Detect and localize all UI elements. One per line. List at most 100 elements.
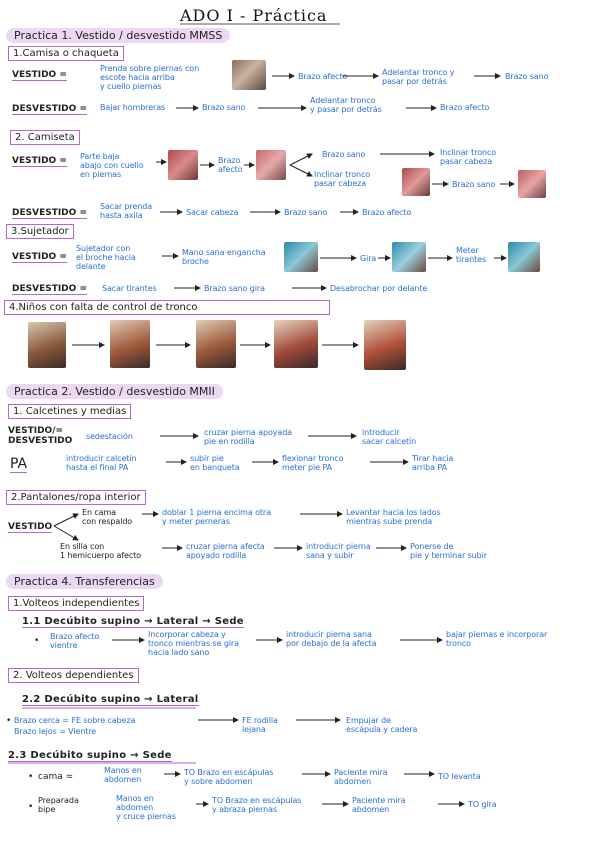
- note-text: Bajar hombreras: [100, 103, 166, 112]
- subsection-box-camisa: 1.Camisa o chaqueta: [8, 46, 124, 61]
- photo-thumbnail: [110, 320, 150, 368]
- section-header-p1: Practica 1. Vestido / desvestido MMSS: [6, 28, 231, 43]
- bullet: •: [34, 636, 40, 646]
- pa-label: PA: [10, 456, 28, 473]
- note-text: TO levanta: [438, 772, 481, 781]
- photo-thumbnail: [284, 242, 318, 272]
- photo-thumbnail: [256, 150, 286, 180]
- photo-thumbnail: [402, 168, 430, 196]
- bullet: •: [28, 802, 34, 812]
- note-text: Brazo sano: [322, 150, 366, 159]
- photo-thumbnail: [508, 242, 540, 272]
- section-header-p4: Practica 4. Transferencias: [6, 574, 163, 589]
- note-text: Brazo sano: [202, 103, 246, 112]
- note-text: Brazo afecto: [440, 103, 490, 112]
- subsection-box-volteos-dependientes: 2. Volteos dependientes: [8, 668, 139, 683]
- bullet: •: [6, 716, 12, 726]
- subsection-box-calcetines: 1. Calcetines y medias: [8, 404, 132, 419]
- subsection-box-camiseta: 2. Camiseta: [10, 130, 80, 145]
- vestido-label: VESTIDO =: [12, 156, 67, 167]
- photo-thumbnail: [196, 320, 236, 368]
- desvestido-label: DESVESTIDO =: [12, 284, 87, 295]
- subsection-box-sujetador: 3.Sujetador: [6, 224, 74, 239]
- note-text: Brazo afecto: [362, 208, 412, 217]
- desvestido-label: DESVESTIDO =: [12, 208, 87, 219]
- photo-thumbnail: [392, 242, 426, 272]
- vestido-label: VESTIDO =: [12, 70, 67, 81]
- note-text: sedestación: [86, 432, 133, 441]
- subsection-box-pantalones: 2.Pantalones/ropa interior: [6, 490, 146, 505]
- page-title: ADO I - Práctica: [180, 6, 328, 25]
- vestido-label: VESTIDO: [8, 522, 53, 533]
- note-text: Brazo cerca = FE sobre cabeza: [14, 716, 136, 725]
- note-text: Brazo sano: [452, 180, 496, 189]
- bullet: •: [28, 772, 34, 782]
- note-text: Brazo sano gira: [204, 284, 265, 293]
- subsection-title: 1.1 Decúbito supino → Lateral → Sede: [22, 616, 244, 628]
- note-text: Brazo afecto: [298, 72, 348, 81]
- photo-thumbnail: [274, 320, 318, 368]
- photo-thumbnail: [232, 60, 266, 90]
- note-text: Brazo sano: [505, 72, 549, 81]
- arrow-right-icon: [53, 525, 79, 541]
- photo-thumbnail: [364, 320, 406, 370]
- arrow-right-icon: [53, 513, 79, 527]
- subsection-title: 2.3 Decúbito supino → Sede: [8, 750, 172, 762]
- cama-label: cama =: [38, 772, 74, 782]
- note-text: Sacar cabeza: [186, 208, 239, 217]
- subsection-box-ninos: 4.Niños con falta de control de tronco: [4, 300, 330, 315]
- photo-thumbnail: [28, 322, 66, 368]
- vestido-label: VESTIDO/=DESVESTIDO: [8, 426, 73, 446]
- vestido-label: VESTIDO =: [12, 252, 67, 263]
- subsection-title: 2.2 Decúbito supino → Lateral: [22, 694, 199, 706]
- note-text: TO gira: [468, 800, 497, 809]
- note-text: Desabrochar por delante: [330, 284, 428, 293]
- note-text: Gira: [360, 254, 377, 263]
- photo-thumbnail: [168, 150, 198, 180]
- section-header-p2: Practica 2. Vestido / desvestido MMII: [6, 384, 223, 399]
- desvestido-label: DESVESTIDO =: [12, 104, 87, 115]
- arrow-right-icon: [289, 164, 313, 177]
- note-text: Brazo lejos = Vientre: [14, 727, 97, 736]
- photo-thumbnail: [518, 170, 546, 198]
- subsection-box-volteos-independientes: 1.Volteos independientes: [8, 596, 145, 611]
- arrow-right-icon: [289, 153, 313, 166]
- note-text: Sacar tirantes: [102, 284, 157, 293]
